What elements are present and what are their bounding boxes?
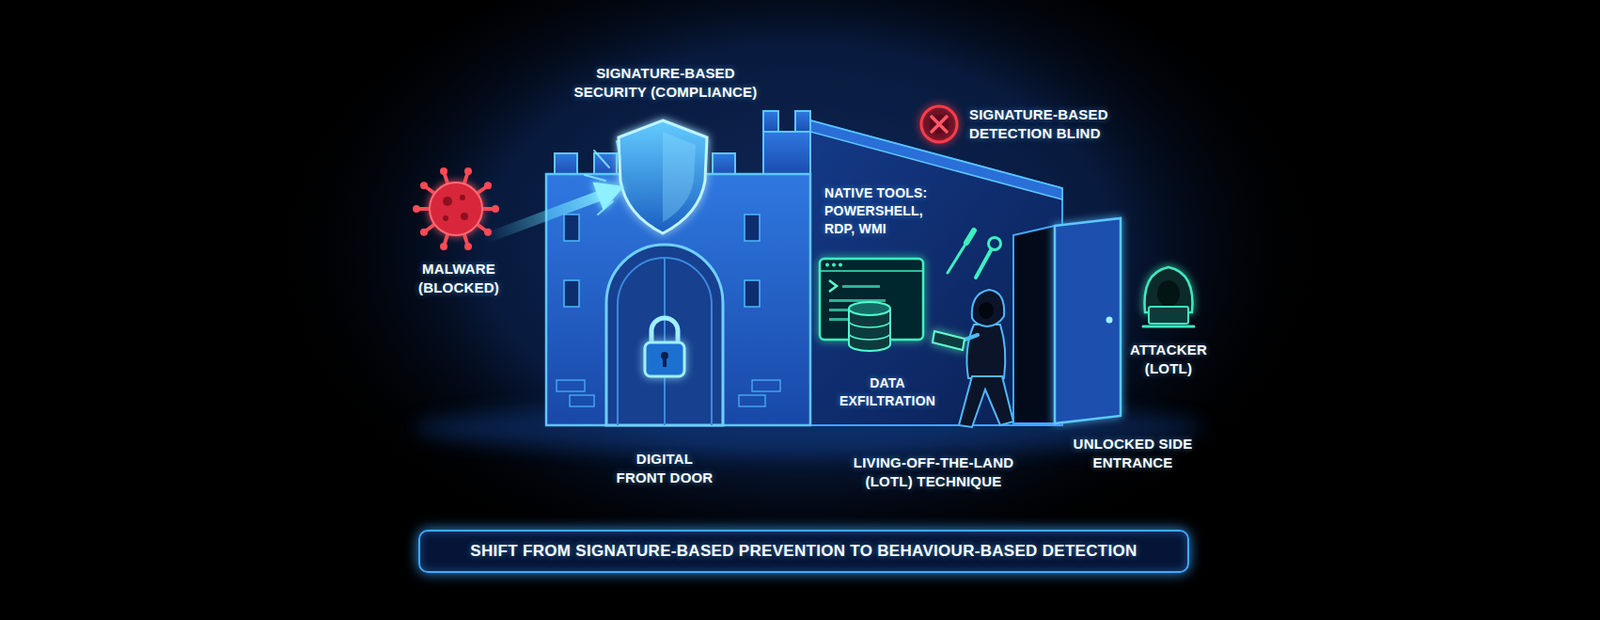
label-slot: SIGNATURE-BASED SECURITY (COMPLIANCE) bbox=[566, 63, 765, 103]
virus-spot bbox=[459, 194, 466, 201]
text-label: DATA EXFILTRATION bbox=[826, 374, 949, 410]
figure-face bbox=[978, 301, 994, 319]
figure-legs bbox=[958, 376, 1014, 427]
label-slot: DIGITAL FRONT DOOR bbox=[614, 449, 715, 488]
spike-tip bbox=[491, 204, 500, 213]
castle-side-wall bbox=[810, 120, 1063, 425]
terminal-header bbox=[819, 269, 924, 272]
figure-hood bbox=[972, 289, 1004, 327]
spike-tip bbox=[464, 167, 472, 175]
spike-tip bbox=[484, 181, 492, 189]
figure-torso bbox=[966, 324, 1005, 378]
spike-tip bbox=[412, 204, 421, 213]
x-mark bbox=[931, 116, 947, 132]
attacker-laptop bbox=[1148, 306, 1189, 324]
database-bands bbox=[848, 320, 891, 340]
terminal-window bbox=[819, 258, 924, 340]
window bbox=[744, 214, 760, 241]
text-label: ATTACKER (LOTL) bbox=[1116, 340, 1221, 379]
door-inner-arch bbox=[617, 257, 712, 425]
prompt-symbol bbox=[829, 280, 837, 292]
label-slot: DATA EXFILTRATION bbox=[826, 374, 949, 410]
wrench-icon bbox=[975, 250, 991, 278]
screwdriver-icon bbox=[947, 242, 967, 273]
brick bbox=[569, 394, 595, 407]
arched-door bbox=[606, 244, 723, 425]
window bbox=[564, 280, 580, 307]
text-label: NATIVE TOOLS: POWERSHELL, RDP, WMI bbox=[824, 184, 949, 238]
virus-spot bbox=[460, 212, 469, 220]
spike-tip bbox=[420, 228, 428, 236]
text-label: UNLOCKED SIDE ENTRANCE bbox=[1066, 434, 1199, 473]
virus-spot bbox=[442, 196, 453, 206]
impact-burst bbox=[584, 141, 621, 215]
spike-tip bbox=[464, 242, 472, 251]
spike-tip bbox=[439, 167, 448, 175]
text-label: SIGNATURE-BASED DETECTION BLIND bbox=[969, 105, 1134, 144]
attacker-hood bbox=[1145, 266, 1193, 313]
keyhole bbox=[662, 357, 667, 367]
shield-icon bbox=[618, 120, 707, 234]
database-top bbox=[848, 301, 891, 315]
text-label: LIVING-OFF-THE-LAND (LOTL) TECHNIQUE bbox=[834, 453, 1033, 492]
label-slot: MALWARE (BLOCKED) bbox=[402, 259, 516, 299]
laptop bbox=[932, 330, 965, 350]
virus-spikes bbox=[418, 172, 494, 245]
label-slot: UNLOCKED SIDE ENTRANCE bbox=[1066, 434, 1199, 473]
blind-x-icon bbox=[921, 106, 957, 142]
spike-tip bbox=[420, 181, 428, 189]
screwdriver-handle bbox=[966, 230, 974, 243]
window bbox=[744, 280, 760, 307]
brick bbox=[752, 379, 781, 392]
virus-spike-tips bbox=[412, 167, 500, 251]
brick bbox=[738, 394, 766, 407]
text-label: DIGITAL FRONT DOOR bbox=[614, 449, 715, 488]
text-label: SIGNATURE-BASED SECURITY (COMPLIANCE) bbox=[566, 63, 765, 103]
text-label: MALWARE (BLOCKED) bbox=[402, 259, 516, 299]
window bbox=[564, 214, 580, 241]
corner-tower bbox=[763, 131, 811, 179]
laptop-base bbox=[1143, 325, 1194, 329]
door-knob bbox=[1106, 316, 1114, 324]
background-glow bbox=[272, 0, 1326, 620]
open-side-door bbox=[1054, 218, 1121, 424]
padlock-shackle bbox=[651, 317, 678, 345]
blocked-arrow bbox=[484, 195, 600, 239]
window-dot bbox=[838, 263, 843, 267]
window-dot bbox=[825, 263, 830, 267]
window-dot bbox=[831, 263, 836, 267]
virus-spot bbox=[442, 215, 449, 221]
label-slot: ATTACKER (LOTL) bbox=[1116, 340, 1221, 379]
virus-icon bbox=[429, 182, 483, 236]
spike-tip bbox=[439, 242, 448, 251]
code-line bbox=[842, 284, 880, 288]
side-door-opening bbox=[1013, 225, 1055, 424]
shield-highlight bbox=[662, 131, 696, 222]
attacker-face bbox=[1157, 280, 1180, 307]
caption-text: SHIFT FROM SIGNATURE-BASED PREVENTION TO… bbox=[470, 540, 1137, 563]
wrench-head bbox=[988, 237, 1002, 251]
brick bbox=[556, 379, 585, 392]
label-slot: SIGNATURE-BASED DETECTION BLIND bbox=[969, 105, 1134, 144]
label-slot: NATIVE TOOLS: POWERSHELL, RDP, WMI bbox=[824, 184, 949, 238]
caption-banner: SHIFT FROM SIGNATURE-BASED PREVENTION TO… bbox=[418, 529, 1190, 574]
label-slot: LIVING-OFF-THE-LAND (LOTL) TECHNIQUE bbox=[834, 453, 1033, 492]
spike-tip bbox=[484, 228, 492, 236]
padlock-body bbox=[644, 342, 685, 377]
